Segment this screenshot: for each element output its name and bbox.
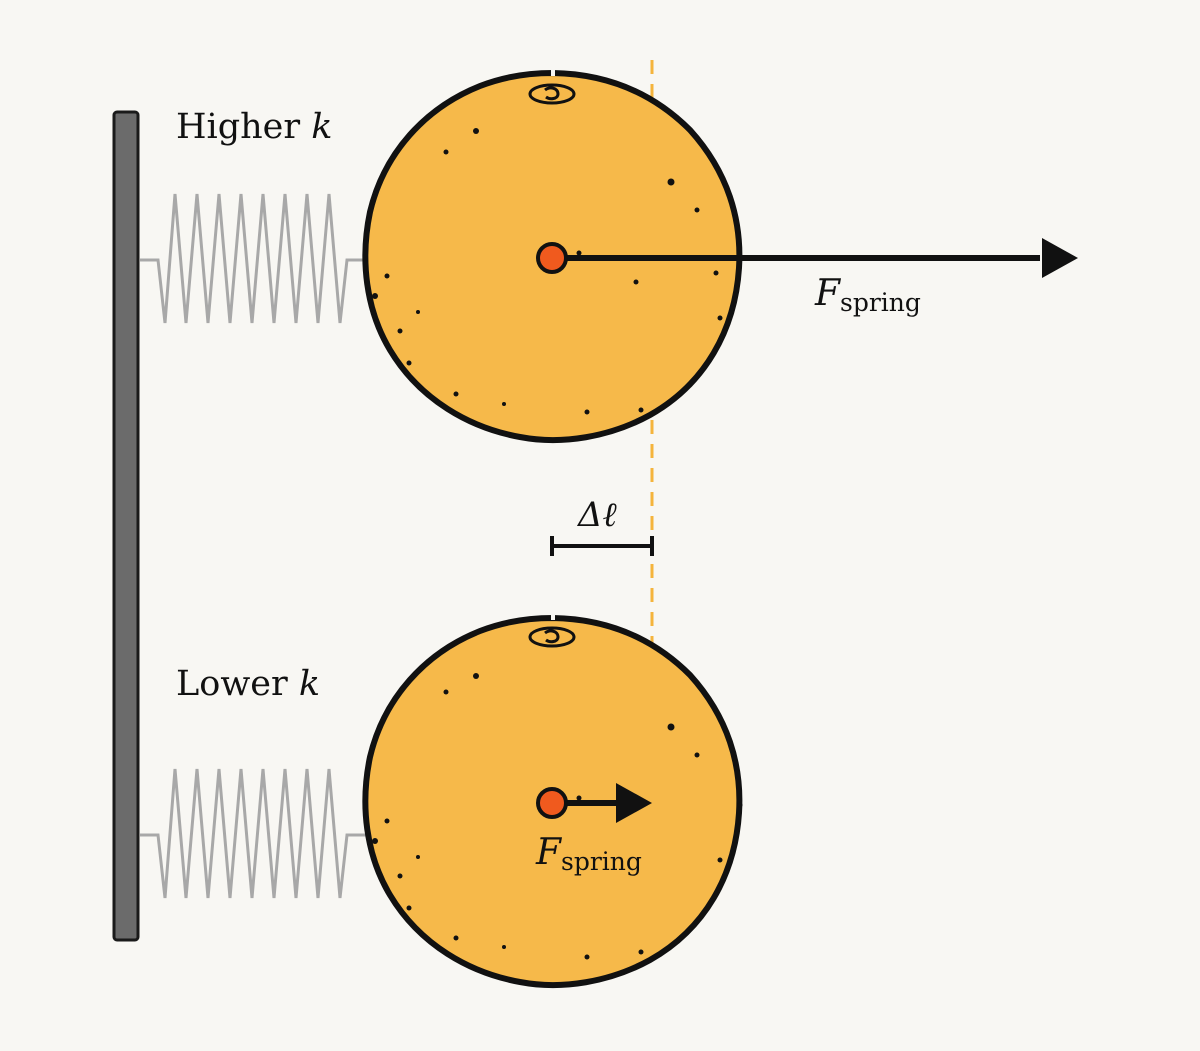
bottom-center-dot [536,787,568,819]
top-force-arrow [536,238,1078,278]
top-orange-pores [372,128,723,415]
top-spring [140,193,368,324]
bottom-orange-stem [528,608,576,648]
displacement-bracket [550,536,654,556]
bottom-force-label: Fspring [535,832,642,876]
top-force-label: Fspring [814,273,921,317]
displacement-label: Δℓ [576,495,617,535]
top-center-dot [536,242,568,274]
bottom-orange-pores [372,673,743,960]
bottom-spring [140,768,368,899]
top-label: Higher k [176,107,332,147]
bottom-force-arrow [536,783,652,823]
top-orange-stem [528,64,576,105]
bottom-label: Lower k [176,664,320,704]
wall [112,110,140,942]
